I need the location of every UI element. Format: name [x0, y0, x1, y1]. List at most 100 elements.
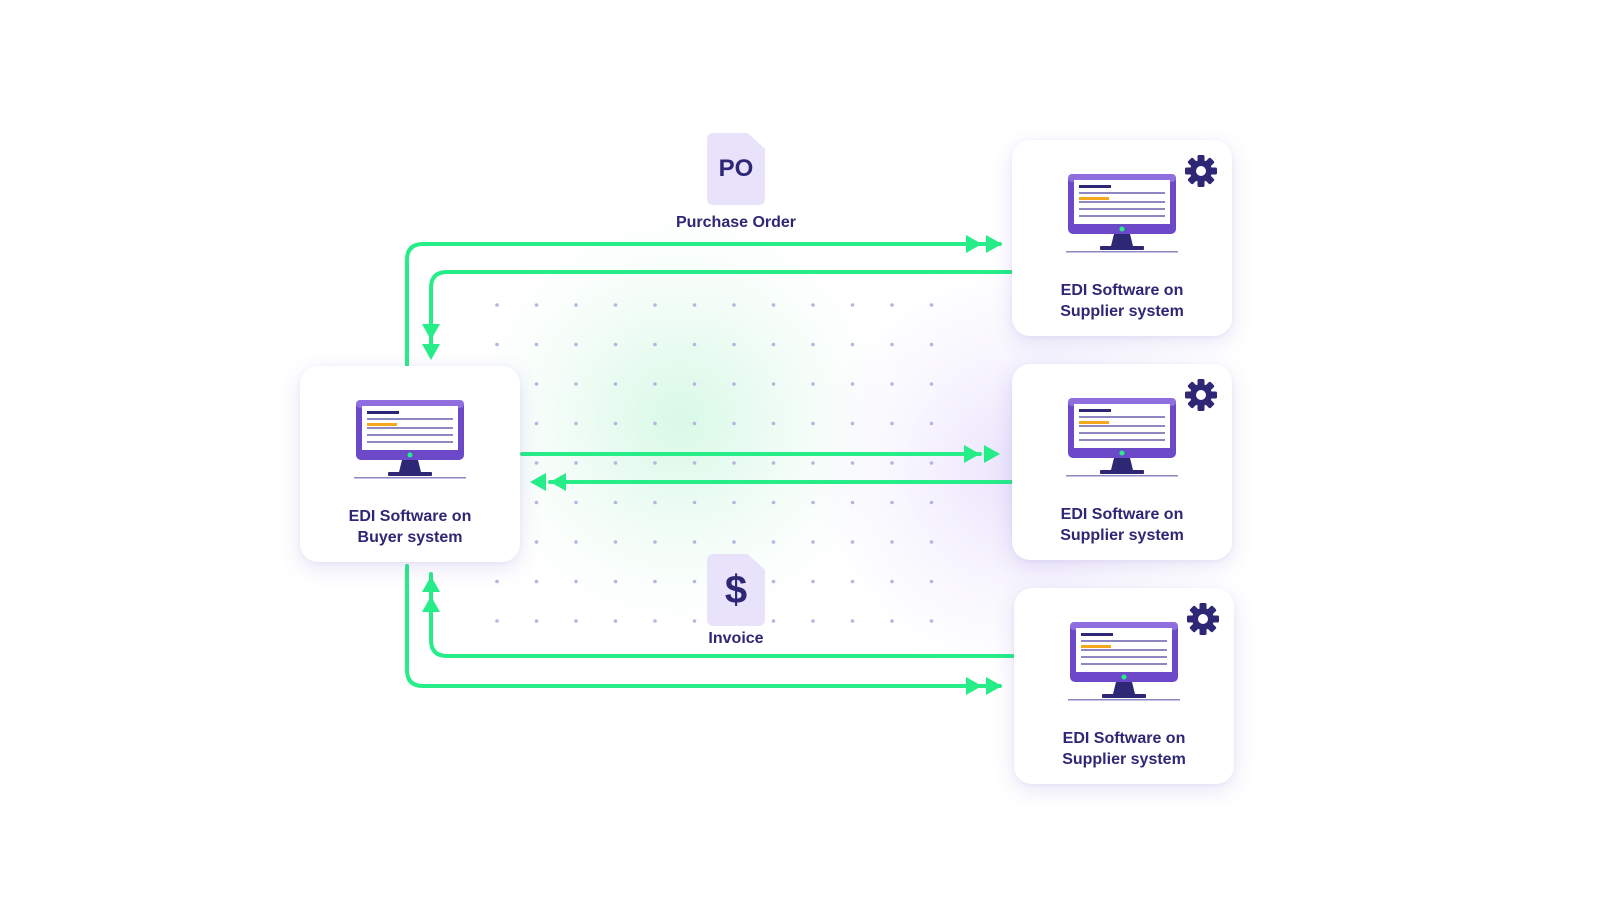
grid-dot	[929, 461, 934, 465]
grid-dot	[732, 382, 736, 386]
connector-buyer-to-supplier-1	[405, 242, 1002, 368]
grid-dot	[929, 303, 934, 307]
grid-dot	[929, 579, 934, 584]
buyer-label-line-2: Buyer system	[357, 529, 463, 546]
grid-dot	[574, 303, 578, 307]
grid-dot	[771, 619, 776, 623]
grid-dot	[929, 421, 934, 426]
grid-dot	[495, 342, 499, 347]
arrowhead-up	[422, 596, 440, 612]
grid-dot	[850, 421, 855, 426]
grid-dot	[653, 303, 657, 307]
arrowhead-right	[986, 235, 1002, 253]
grid-dot	[811, 421, 815, 426]
grid-dot	[732, 342, 736, 347]
supplier-label-line-2: Supplier system	[1062, 751, 1186, 768]
grid-dot	[613, 342, 618, 347]
grid-dot	[850, 303, 855, 307]
grid-dot	[771, 540, 776, 544]
grid-dot	[811, 540, 815, 544]
grid-dot	[653, 500, 657, 505]
grid-dot	[534, 303, 539, 307]
grid-dot	[613, 579, 618, 584]
supplier-label-line-2: Supplier system	[1060, 303, 1184, 320]
grid-dot	[811, 461, 815, 465]
grid-dot	[574, 540, 578, 544]
grid-dot	[890, 619, 894, 623]
buyer-system-card: EDI Software on Buyer system	[300, 366, 520, 562]
grid-dot	[850, 382, 855, 386]
grid-dot	[850, 342, 855, 347]
monitor-icon	[354, 398, 466, 480]
grid-dot	[534, 421, 539, 426]
grid-dot	[534, 619, 539, 623]
grid-dot	[692, 461, 697, 465]
grid-dot	[732, 421, 736, 426]
purchase-order-label: Purchase Order	[675, 214, 797, 231]
grid-dot	[929, 619, 934, 623]
monitor-icon	[1066, 396, 1178, 478]
invoice-document-icon: $	[707, 554, 765, 626]
grid-dot	[613, 540, 618, 544]
monitor-icon	[1066, 172, 1178, 254]
buyer-label-line-1: EDI Software on	[348, 508, 472, 525]
grid-dot	[811, 382, 815, 386]
grid-dot	[574, 342, 578, 347]
grid-dot	[653, 382, 657, 386]
grid-dot	[811, 579, 815, 584]
gear-icon	[1184, 378, 1218, 412]
grid-dot	[771, 342, 776, 347]
grid-dot	[850, 540, 855, 544]
supplier-card-label: EDI Software on Supplier system	[1024, 728, 1224, 770]
grid-dot	[929, 382, 934, 386]
arrowhead-down	[422, 344, 440, 360]
grid-dot	[534, 382, 539, 386]
arrowhead-right	[964, 445, 980, 463]
grid-dot	[534, 540, 539, 544]
arrowhead-left	[530, 473, 546, 491]
grid-dot	[890, 579, 894, 584]
grid-dot	[653, 540, 657, 544]
grid-dot	[929, 540, 934, 544]
grid-dot	[613, 303, 618, 307]
grid-dot	[574, 461, 578, 465]
grid-dot	[850, 500, 855, 505]
arrowhead-up	[422, 576, 440, 592]
purchase-order-icon-text: PO	[718, 155, 754, 182]
arrowhead-right	[966, 235, 982, 253]
grid-dot	[771, 461, 776, 465]
grid-dot	[771, 421, 776, 426]
supplier-system-card-1: EDI Software on Supplier system	[1012, 140, 1232, 336]
invoice-label: Invoice	[708, 630, 764, 647]
arrowhead-down	[422, 324, 440, 340]
grid-dot	[495, 303, 499, 307]
grid-dot	[890, 461, 894, 465]
grid-dot	[771, 382, 776, 386]
grid-dot	[692, 619, 697, 623]
grid-dot	[653, 461, 657, 465]
supplier-label-line-1: EDI Software on	[1060, 506, 1184, 523]
grid-dot	[850, 579, 855, 584]
gear-icon	[1186, 602, 1220, 636]
invoice-icon-text: $	[724, 567, 748, 612]
arrowhead-right	[966, 677, 982, 695]
grid-dot	[495, 619, 499, 623]
supplier-label-line-2: Supplier system	[1060, 527, 1184, 544]
grid-dot	[653, 421, 657, 426]
grid-dot	[534, 342, 539, 347]
grid-dot	[534, 579, 539, 584]
grid-dot	[495, 579, 499, 584]
grid-dot	[692, 500, 697, 505]
background-glow-green	[470, 210, 890, 630]
grid-dot	[929, 342, 934, 347]
grid-dot	[890, 342, 894, 347]
dot-grid	[495, 303, 934, 623]
gear-icon	[1184, 154, 1218, 188]
arrowhead-right	[986, 677, 1002, 695]
supplier-system-card-3: EDI Software on Supplier system	[1014, 588, 1234, 784]
grid-dot	[890, 500, 894, 505]
arrowhead-right	[984, 445, 1000, 463]
grid-dot	[732, 540, 736, 544]
grid-dot	[613, 500, 618, 505]
